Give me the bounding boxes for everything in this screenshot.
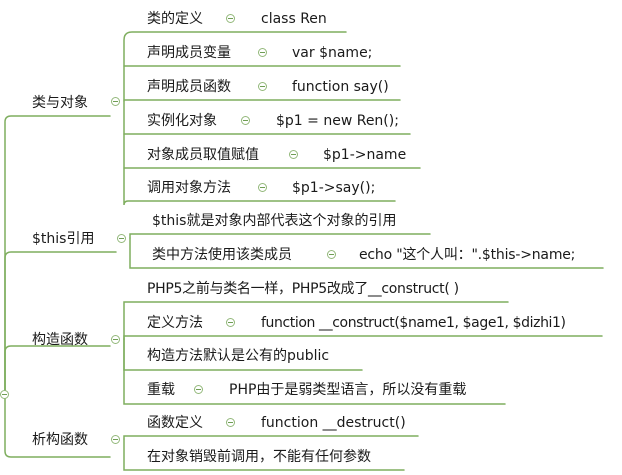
- branch-collapse-toggle[interactable]: [111, 335, 120, 344]
- leaf-collapse-toggle[interactable]: [226, 318, 235, 327]
- leaf-label[interactable]: 对象成员取值赋值: [147, 147, 259, 163]
- branch-label-destructor[interactable]: 析构函数: [32, 432, 88, 448]
- leaf-value[interactable]: PHP由于是弱类型语言，所以没有重载: [229, 382, 467, 398]
- branch-collapse-toggle[interactable]: [111, 97, 120, 106]
- leaf-collapse-toggle[interactable]: [258, 82, 267, 91]
- leaf-label[interactable]: 在对象销毁前调用，不能有任何参数: [147, 449, 371, 465]
- connector-line: [4, 251, 117, 391]
- leaf-label[interactable]: 函数定义: [147, 415, 203, 431]
- connector-line: [123, 301, 509, 340]
- connector-line: [4, 389, 111, 458]
- leaf-value[interactable]: function say(): [292, 79, 389, 95]
- branch-label-constructor[interactable]: 构造函数: [32, 332, 88, 348]
- branch-label-classes-objects[interactable]: 类与对象: [32, 95, 88, 111]
- leaf-label[interactable]: PHP5之前与类名一样，PHP5改成了__construct( ): [147, 281, 459, 297]
- leaf-label[interactable]: 调用对象方法: [147, 180, 231, 196]
- leaf-label[interactable]: 实例化对象: [147, 113, 217, 129]
- connector-line: [123, 335, 603, 340]
- leaf-value[interactable]: $p1 = new Ren();: [276, 113, 399, 129]
- leaf-collapse-toggle[interactable]: [226, 418, 235, 427]
- leaf-label[interactable]: 构造方法默认是公有的public: [147, 348, 330, 364]
- leaf-collapse-toggle[interactable]: [226, 14, 235, 23]
- branch-collapse-toggle[interactable]: [117, 234, 126, 243]
- connector-line: [123, 31, 347, 102]
- leaf-value[interactable]: var $name;: [292, 45, 373, 61]
- root-collapse-toggle[interactable]: [0, 390, 9, 399]
- leaf-value[interactable]: function __destruct(): [261, 415, 406, 431]
- leaf-collapse-toggle[interactable]: [289, 150, 298, 159]
- connector-line: [123, 338, 506, 405]
- connector-line: [129, 233, 431, 239]
- leaf-label[interactable]: 声明成员变量: [147, 45, 231, 61]
- connector-line: [4, 115, 111, 391]
- leaf-label[interactable]: 类中方法使用该类成员: [152, 247, 292, 263]
- leaf-label[interactable]: 声明成员函数: [147, 79, 231, 95]
- branch-collapse-toggle[interactable]: [111, 435, 120, 444]
- leaf-value[interactable]: function __construct($name1, $age1, $diz…: [261, 315, 566, 331]
- leaf-collapse-toggle[interactable]: [241, 116, 250, 125]
- branch-label-this-reference[interactable]: $this引用: [32, 231, 95, 247]
- leaf-label[interactable]: $this就是对象内部代表这个对象的引用: [152, 213, 397, 229]
- leaf-collapse-toggle[interactable]: [327, 250, 336, 259]
- leaf-label[interactable]: 类的定义: [147, 11, 203, 27]
- connector-line: [123, 100, 396, 206]
- connector-line: [123, 435, 419, 440]
- leaf-value[interactable]: class Ren: [261, 11, 327, 27]
- leaf-collapse-toggle[interactable]: [258, 48, 267, 57]
- leaf-label[interactable]: 重载: [147, 382, 175, 398]
- leaf-value[interactable]: $p1->say();: [292, 180, 376, 196]
- leaf-label[interactable]: 定义方法: [147, 315, 203, 331]
- leaf-value[interactable]: echo "这个人叫：".$this->name;: [359, 247, 576, 263]
- leaf-collapse-toggle[interactable]: [258, 183, 267, 192]
- connector-line: [4, 345, 111, 391]
- connector-line: [129, 237, 604, 269]
- leaf-value[interactable]: $p1->name: [323, 147, 407, 163]
- connector-line: [123, 438, 405, 471]
- leaf-collapse-toggle[interactable]: [194, 385, 203, 394]
